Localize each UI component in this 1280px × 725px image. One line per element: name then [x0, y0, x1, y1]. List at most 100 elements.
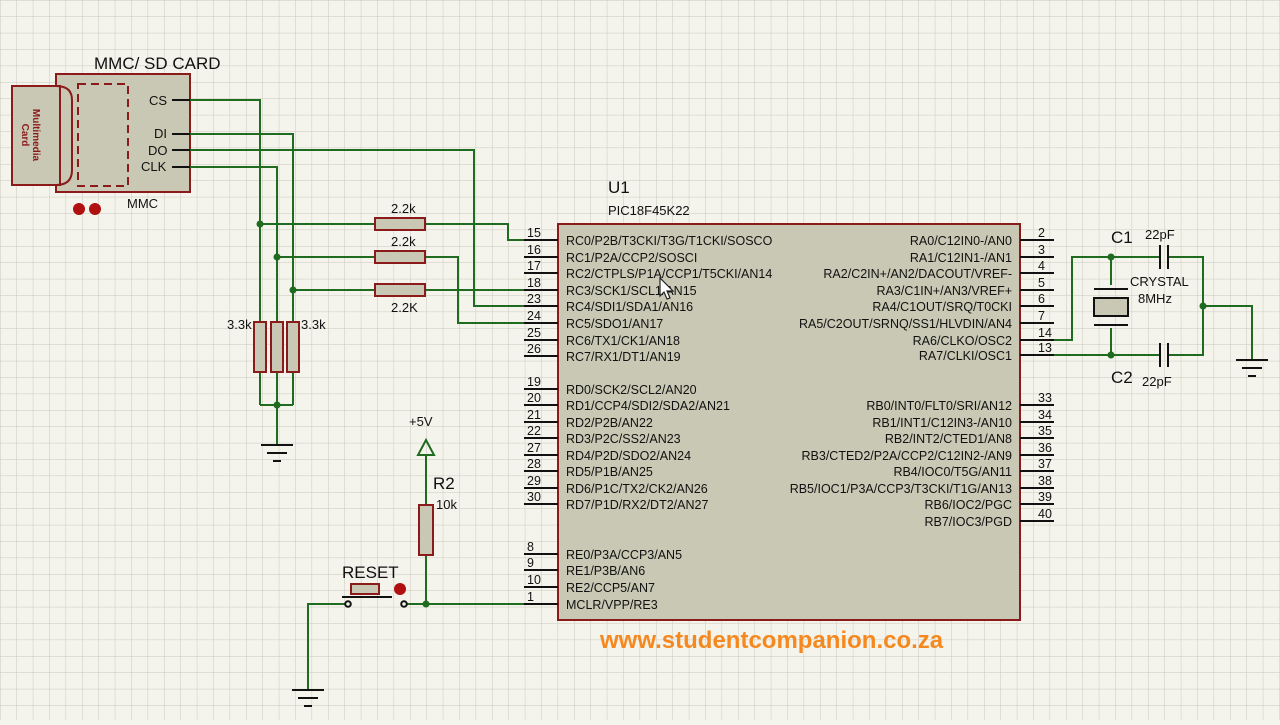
series-resistors[interactable]: 2.2k 2.2k 2.2K: [374, 201, 426, 315]
mcu-pin-number: 28: [527, 457, 541, 471]
resistor-3[interactable]: [374, 283, 426, 297]
mcu-pin-name: RE1/P3B/AN6: [566, 564, 645, 578]
sd-card-led-1: [73, 203, 85, 215]
mcu-pin-number: 21: [527, 408, 541, 422]
mcu-pin-name: RD6/P1C/TX2/CK2/AN26: [566, 482, 708, 496]
sd-pin-di: DI: [154, 126, 167, 141]
junction-dot: [1107, 253, 1115, 261]
mcu-pin-name: RD1/CCP4/SDI2/SDA2/AN21: [566, 399, 730, 413]
wire-r2-to-rc5: [425, 256, 540, 324]
sd-card-insert: [11, 85, 61, 186]
crystal-value: 8MHz: [1138, 291, 1172, 306]
mcu-pin-name: MCLR/VPP/RE3: [566, 598, 658, 612]
mcu-pin-name: RA0/C12IN0-/AN0: [910, 234, 1012, 248]
mcu-pin-name: RA6/CLKO/OSC2: [913, 334, 1012, 348]
junction-dot: [1199, 302, 1207, 310]
pull-resistor-right-value: 3.3k: [301, 317, 326, 332]
mcu-pin-number: 29: [527, 474, 541, 488]
mcu-pin-name: RC6/TX1/CK1/AN18: [566, 334, 680, 348]
mcu-component[interactable]: U1 PIC18F45K22 15RC0/P2B/T3CKI/T3G/T1CKI…: [524, 178, 1054, 621]
reset-button[interactable]: [350, 583, 380, 595]
mcu-pin-number: 27: [527, 441, 541, 455]
mcu-pin-number: 4: [1038, 259, 1045, 273]
resistor-1[interactable]: [374, 217, 426, 231]
mcu-pin-name: RB6/IOC2/PGC: [924, 498, 1012, 512]
sd-card-led-2: [89, 203, 101, 215]
watermark: www.studentcompanion.co.za: [599, 627, 944, 654]
mcu-pin-number: 33: [1038, 391, 1052, 405]
reset-label: RESET: [342, 563, 399, 582]
mcu-pin-number: 15: [527, 226, 541, 240]
sd-card-label-1: Multimedia: [30, 109, 41, 162]
mcu-pin-name: RE2/CCP5/AN7: [566, 581, 655, 595]
mcu-pin-name: RB7/IOC3/PGD: [924, 515, 1012, 529]
mcu-pin-name: RD3/P2C/SS2/AN23: [566, 432, 681, 446]
sd-pin-clk: CLK: [141, 159, 167, 174]
mcu-pin-number: 7: [1038, 309, 1045, 323]
reset-contact-left: [344, 600, 352, 608]
resistor-1-value: 2.2k: [391, 201, 416, 216]
wire-reset-left: [307, 603, 345, 690]
sd-card-slot-curve: [55, 85, 73, 186]
junction-dot: [289, 286, 297, 294]
ground-symbol-2: [292, 689, 324, 707]
mcu-pin-number: 36: [1038, 441, 1052, 455]
mcu-pin-number: 20: [527, 391, 541, 405]
mcu-pin-number: 6: [1038, 292, 1045, 306]
mcu-right-pins: 2RA0/C12IN0-/AN03RA1/C12IN1-/AN14RA2/C2I…: [790, 226, 1054, 529]
wire-cs: [190, 99, 261, 405]
pull-resistor-3[interactable]: [286, 321, 300, 373]
mcu-pin-name: RC7/RX1/DT1/AN19: [566, 350, 681, 364]
mcu-pin-number: 17: [527, 259, 541, 273]
sd-card-device: MMC: [127, 196, 158, 211]
mcu-pin-name: RC4/SDI1/SDA1/AN16: [566, 300, 693, 314]
sd-card-component[interactable]: MMC/ SD CARD Multimedia Card MMC CS DI D…: [11, 54, 221, 215]
mcu-pin-name: RE0/P3A/CCP3/AN5: [566, 548, 682, 562]
mcu-pin-number: 40: [1038, 507, 1052, 521]
pull-resistors[interactable]: 3.3k 3.3k: [227, 317, 326, 373]
junction-dot: [1107, 351, 1115, 359]
mcu-pin-name: RB0/INT0/FLT0/SRI/AN12: [866, 399, 1012, 413]
mcu-pin-name: RA2/C2IN+/AN2/DACOUT/VREF-: [823, 267, 1012, 281]
mcu-pin-name: RC5/SDO1/AN17: [566, 317, 663, 331]
mcu-pin-name: RC0/P2B/T3CKI/T3G/T1CKI/SOSCO: [566, 234, 773, 248]
mcu-pin-number: 37: [1038, 457, 1052, 471]
power-and-reset[interactable]: +5V R2 10k RESET: [342, 414, 457, 608]
resistor-2-value: 2.2k: [391, 234, 416, 249]
mcu-pin-name: RD5/P1B/AN25: [566, 465, 653, 479]
pull-resistor-2[interactable]: [270, 321, 284, 373]
reset-indicator: [394, 583, 406, 595]
mcu-pin-number: 23: [527, 292, 541, 306]
resistor-2[interactable]: [374, 250, 426, 264]
sd-pin-cs: CS: [149, 93, 167, 108]
mcu-pin-number: 22: [527, 424, 541, 438]
mcu-pin-number: 16: [527, 243, 541, 257]
mcu-pin-number: 38: [1038, 474, 1052, 488]
pull-resistor-1[interactable]: [253, 321, 267, 373]
sd-card-title: MMC/ SD CARD: [94, 54, 221, 73]
mcu-pin-name: RB4/IOC0/T5G/AN11: [893, 465, 1012, 479]
c1-value: 22pF: [1145, 227, 1175, 242]
mcu-pin-name: RB1/INT1/C12IN3-/AN10: [872, 416, 1012, 430]
mcu-pin-number: 1: [527, 590, 534, 604]
ground-symbol-1: [261, 444, 293, 462]
mcu-pin-name: RA7/CLKI/OSC1: [919, 349, 1012, 363]
oscillator[interactable]: C1 22pF C2 22pF CRYSTAL 8MHz: [1093, 227, 1189, 389]
mcu-pin-number: 13: [1038, 341, 1052, 355]
mcu-pin-number: 3: [1038, 243, 1045, 257]
pull-resistor-left-value: 3.3k: [227, 317, 252, 332]
mcu-pin-name: RA5/C2OUT/SRNQ/SS1/HLVDIN/AN4: [799, 317, 1012, 331]
mcu-pin-number: 39: [1038, 490, 1052, 504]
resistor-3-value: 2.2K: [391, 300, 418, 315]
mcu-pin-number: 5: [1038, 276, 1045, 290]
mcu-ref: U1: [608, 178, 630, 197]
wire-di: [190, 133, 294, 405]
resistor-r2[interactable]: [418, 504, 434, 556]
r2-name: R2: [433, 474, 455, 493]
sd-card-dashed-area: [77, 83, 129, 187]
mcu-pin-number: 8: [527, 540, 534, 554]
mcu-left-pins: 15RC0/P2B/T3CKI/T3G/T1CKI/SOSCO16RC1/P2A…: [524, 226, 773, 612]
crystal-body[interactable]: [1093, 297, 1129, 317]
